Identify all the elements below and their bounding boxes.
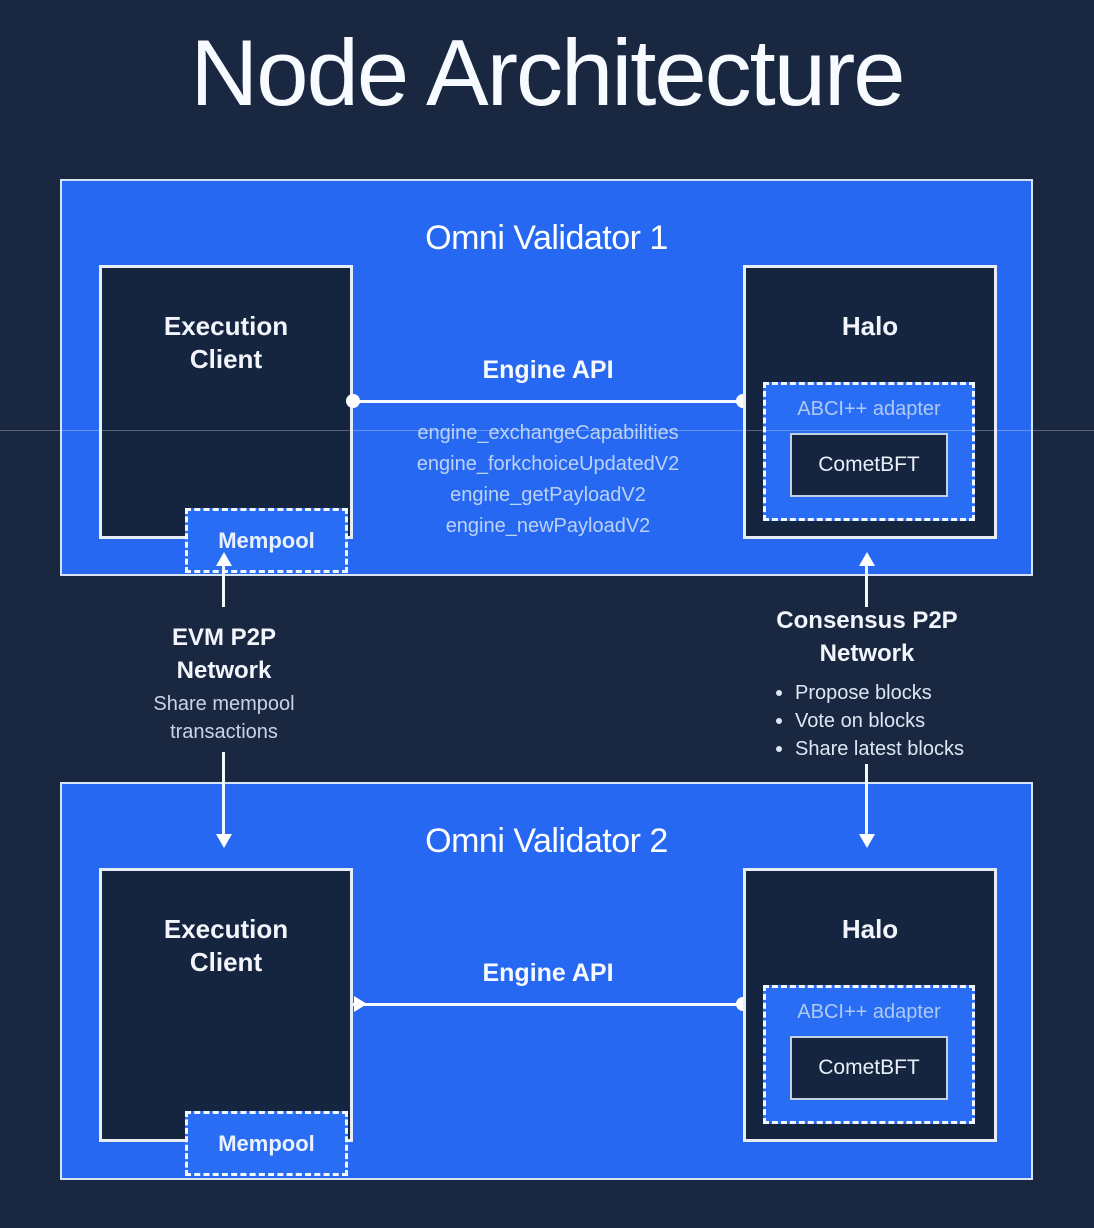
engine-api-method: engine_newPayloadV2: [445, 515, 651, 537]
validator1-engine-api-label: Engine API: [482, 356, 614, 384]
validator1-cometbft-box: CometBFT: [790, 433, 948, 497]
consensus-p2p-arrow-up-line: [865, 565, 868, 607]
consensus-bullet-item: Vote on blocks: [776, 707, 964, 735]
validator2-halo-box: Halo ABCI++ adapter CometBFT: [743, 868, 997, 1142]
validator1-title: Omni Validator 1: [425, 219, 668, 257]
abci-adapter-label: ABCI++ adapter: [797, 398, 941, 420]
execution-client-title: Execution Client: [163, 914, 289, 977]
bullet-dot-icon: [776, 746, 782, 752]
bullet-text: Propose blocks: [795, 682, 932, 704]
connector-dot-left: [346, 394, 360, 408]
consensus-bullet-item: Share latest blocks: [776, 735, 964, 763]
bullet-text: Vote on blocks: [795, 710, 926, 732]
cometbft-label: CometBFT: [818, 453, 920, 476]
mempool-label: Mempool: [218, 527, 315, 553]
engine-api-connector-line: [353, 400, 743, 403]
connector-arrow-left: [354, 996, 367, 1012]
validator2-cometbft-box: CometBFT: [790, 1036, 948, 1100]
evm-p2p-arrow-down-icon: [216, 834, 232, 848]
evm-p2p-arrow-down-line: [222, 752, 225, 834]
consensus-p2p-title: Consensus P2P Network: [776, 607, 958, 667]
abci-adapter-label: ABCI++ adapter: [797, 1001, 941, 1023]
validator2-title: Omni Validator 2: [425, 822, 668, 860]
validator2-mempool-box: Mempool: [185, 1111, 348, 1176]
halo-title: Halo: [841, 311, 899, 341]
validator2-panel: Omni Validator 2 Execution Client Mempoo…: [60, 782, 1033, 1180]
validator1-execution-client-box: Execution Client Mempool: [99, 265, 353, 573]
engine-api-method-list: engine_exchangeCapabilities engine_forkc…: [353, 418, 743, 542]
validator1-mempool-box: Mempool: [185, 508, 348, 573]
bullet-dot-icon: [776, 718, 782, 724]
validator1-halo-box: Halo ABCI++ adapter CometBFT: [743, 265, 997, 539]
validator1-abci-adapter-box: ABCI++ adapter CometBFT: [763, 382, 975, 521]
consensus-p2p-arrow-down-line: [865, 764, 868, 834]
halo-title: Halo: [841, 914, 899, 944]
evm-p2p-description: Share mempool transactions: [153, 693, 295, 743]
engine-api-connector-line: [353, 1003, 743, 1006]
evm-p2p-arrow-up-icon: [216, 552, 232, 566]
engine-api-method: engine_forkchoiceUpdatedV2: [416, 453, 680, 475]
engine-api-method: engine_exchangeCapabilities: [417, 422, 679, 444]
validator2-execution-client-box: Execution Client Mempool: [99, 868, 353, 1176]
screenshot-seam-line: [0, 430, 1094, 431]
consensus-bullet-item: Propose blocks: [776, 679, 964, 707]
mempool-label: Mempool: [218, 1130, 315, 1156]
evm-p2p-arrow-up-line: [222, 565, 225, 607]
validator1-panel: Omni Validator 1 Execution Client Mempoo…: [60, 179, 1033, 576]
execution-client-title: Execution Client: [163, 311, 289, 374]
validator2-abci-adapter-box: ABCI++ adapter CometBFT: [763, 985, 975, 1124]
cometbft-label: CometBFT: [818, 1056, 920, 1079]
bullet-text: Share latest blocks: [795, 738, 964, 760]
bullet-dot-icon: [776, 690, 782, 696]
consensus-p2p-arrow-up-icon: [859, 552, 875, 566]
consensus-p2p-arrow-down-icon: [859, 834, 875, 848]
evm-p2p-title: EVM P2P Network: [171, 624, 277, 684]
consensus-p2p-bullet-list: Propose blocks Vote on blocks Share late…: [776, 679, 964, 763]
engine-api-method: engine_getPayloadV2: [450, 484, 646, 506]
validator2-engine-api-label: Engine API: [482, 959, 614, 987]
page-title: Node Architecture: [190, 20, 905, 125]
